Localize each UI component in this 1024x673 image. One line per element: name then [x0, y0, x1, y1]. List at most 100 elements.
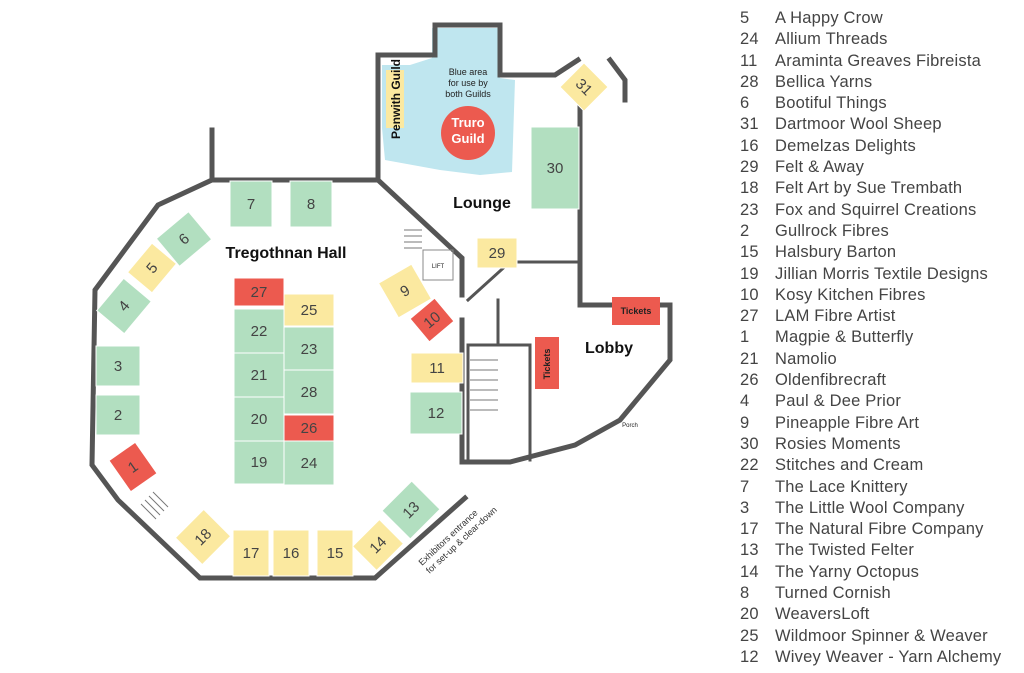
stall-box: [174, 508, 232, 566]
legend-stall-number: 30: [740, 434, 759, 453]
legend-stall-number: 6: [740, 94, 750, 113]
legend-exhibitor-name: Bellica Yarns: [775, 72, 873, 91]
stall-box: [126, 242, 178, 294]
penwith-guild-area: [386, 70, 404, 128]
stall-number: 30: [547, 160, 564, 177]
legend-stall-number: 25: [740, 626, 759, 645]
stall-box: [530, 126, 580, 210]
stall-number: 16: [283, 545, 300, 562]
legend-stall-number: 4: [740, 392, 750, 411]
truro-guild-marker: [441, 106, 495, 160]
legend-stall-number: 2: [740, 221, 750, 240]
legend-exhibitor-name: Allium Threads: [775, 30, 888, 49]
legend-exhibitor-name: The Yarny Octopus: [775, 562, 920, 581]
stall-6: 6: [155, 211, 213, 267]
stall-4: 4: [96, 277, 152, 335]
stall-30: 30: [530, 126, 580, 210]
legend-stall-number: 10: [740, 285, 759, 304]
penwith-label: Penwith Guild: [389, 59, 403, 139]
legend-stall-number: 31: [740, 115, 759, 134]
legend-item: 25 Wildmoor Spinner & Weaver: [740, 626, 1020, 647]
legend-stall-number: 23: [740, 200, 759, 219]
legend-item: 27 LAM Fibre Artist: [740, 306, 1020, 327]
stall-26: 26: [283, 414, 335, 442]
legend-stall-number: 15: [740, 243, 759, 262]
legend-item: 6 Bootiful Things: [740, 93, 1020, 114]
stall-number: 8: [307, 196, 315, 213]
legend-exhibitor-name: Bootiful Things: [775, 94, 887, 113]
legend-stall-number: 16: [740, 136, 759, 155]
stall-box: [289, 180, 333, 228]
stall-17: 17: [232, 529, 270, 577]
legend-stall-number: 1: [740, 328, 750, 347]
legend-stall-number: 21: [740, 349, 759, 368]
stall-number: 28: [301, 384, 318, 401]
legend-exhibitor-name: Halsbury Barton: [775, 243, 897, 262]
legend-stall-number: 12: [740, 647, 759, 666]
legend-exhibitor-name: Wildmoor Spinner & Weaver: [775, 626, 988, 645]
legend-exhibitor-name: Fox and Squirrel Creations: [775, 200, 977, 219]
legend-exhibitor-name: Rosies Moments: [775, 434, 901, 453]
legend-stall-number: 27: [740, 307, 759, 326]
stall-box: [283, 293, 335, 327]
legend-exhibitor-name: Paul & Dee Prior: [775, 392, 902, 411]
stall-24: 24: [283, 440, 335, 486]
legend-exhibitor-name: Turned Cornish: [775, 584, 891, 603]
legend-stall-number: 22: [740, 456, 759, 475]
stall-box: [108, 441, 158, 493]
stall-box: [316, 529, 354, 577]
legend-item: 23 Fox and Squirrel Creations: [740, 200, 1020, 221]
lobby-label: Lobby: [585, 340, 633, 357]
exhibitors-line2: for set-up & clear-down: [424, 505, 499, 576]
legend-stall-number: 19: [740, 264, 759, 283]
stall-28: 28: [283, 369, 335, 415]
legend-exhibitor-name: Felt & Away: [775, 158, 865, 177]
stall-box: [233, 352, 285, 398]
legend-stall-number: 11: [740, 51, 758, 70]
stall-box: [283, 326, 335, 372]
tickets-label-lobby: Tickets: [621, 306, 652, 316]
legend-stall-number: 5: [740, 9, 750, 27]
stall-3: 3: [95, 345, 141, 387]
legend-stall-number: 29: [740, 158, 759, 177]
stall-box: [229, 180, 273, 228]
stall-1: 1: [108, 441, 158, 493]
legend-item: 30 Rosies Moments: [740, 434, 1020, 455]
legend-stall-number: 26: [740, 371, 759, 390]
stall-number: 7: [247, 196, 255, 213]
stall-number: 29: [489, 245, 506, 262]
stall-5: 5: [126, 242, 178, 294]
legend-stall-number: 20: [740, 605, 759, 624]
stall-14: 14: [351, 518, 405, 572]
stall-25: 25: [283, 293, 335, 327]
legend-exhibitor-name: A Happy Crow: [775, 9, 883, 27]
legend-exhibitor-name: Kosy Kitchen Fibres: [775, 285, 926, 304]
stall-23: 23: [283, 326, 335, 372]
legend-item: 15 Halsbury Barton: [740, 242, 1020, 263]
stall-box: [410, 352, 464, 384]
stall-9: 9: [377, 263, 433, 319]
stall-box: [381, 480, 441, 540]
stall-number: 27: [251, 284, 268, 301]
legend-exhibitor-name: LAM Fibre Artist: [775, 307, 896, 326]
stall-number: 3: [114, 358, 122, 375]
stall-8: 8: [289, 180, 333, 228]
legend-exhibitor-name: WeaversLoft: [775, 605, 870, 624]
stall-27: 27: [233, 277, 285, 307]
legend-stall-number: 13: [740, 541, 759, 560]
